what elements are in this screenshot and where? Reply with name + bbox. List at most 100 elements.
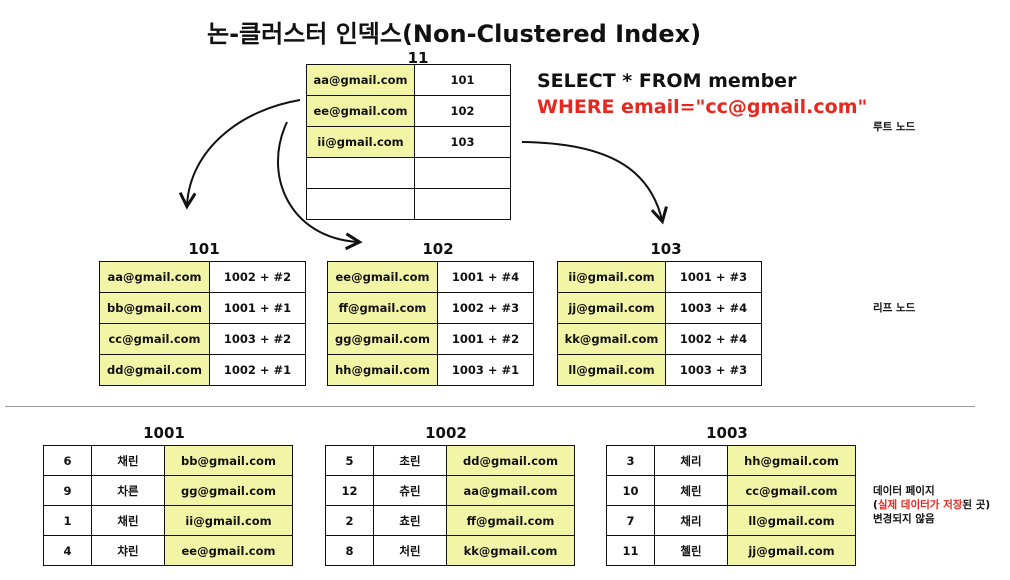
email-cell: ii@gmail.com — [164, 505, 293, 536]
root-empty-cell — [306, 188, 415, 220]
root-node-label: 11 — [407, 49, 429, 67]
email-cell: ll@gmail.com — [727, 505, 856, 536]
paren-close: 된 곳) — [962, 499, 991, 511]
root-pointer-cell: 103 — [414, 126, 511, 158]
email-cell: hh@gmail.com — [727, 445, 856, 476]
arrow-to-leaf-103 — [521, 141, 662, 220]
data-page-side-label: 데이터 페이지 (실제 데이터가 저장된 곳) 변경되지 않음 — [873, 484, 990, 526]
arrow-to-leaf-102 — [277, 121, 358, 242]
email-cell: jj@gmail.com — [727, 535, 856, 566]
leaf-node-label: 101 — [188, 240, 220, 258]
root-key-cell: aa@gmail.com — [306, 64, 415, 96]
email-cell: dd@gmail.com — [446, 445, 575, 476]
root-node-side-label: 루트 노드 — [873, 121, 916, 133]
sql-query-line2: WHERE email="cc@gmail.com" — [537, 96, 868, 118]
diagram-title: 논-클러스터 인덱스(Non-Clustered Index) — [207, 20, 702, 48]
leaf-key-cell: ee@gmail.com — [327, 261, 438, 293]
email-cell: aa@gmail.com — [446, 475, 575, 506]
root-empty-cell — [414, 188, 511, 220]
table-row: aa@gmail.com 101 — [306, 64, 511, 96]
name-cell: 쵸린 — [373, 505, 447, 536]
leaf-node-side-label: 리프 노드 — [873, 302, 916, 314]
email-cell: gg@gmail.com — [164, 475, 293, 506]
arrow-to-leaf-101 — [187, 99, 301, 205]
paren-open: ( — [873, 499, 878, 511]
leaf-pointer-cell: 1001 + #1 — [209, 292, 306, 324]
sql-query-line1: SELECT * FROM member — [537, 70, 797, 92]
id-cell: 3 — [606, 445, 655, 476]
leaf-pointer-cell: 1002 + #1 — [209, 354, 306, 386]
email-cell: ee@gmail.com — [164, 535, 293, 566]
name-cell: 채린 — [91, 445, 165, 476]
id-cell: 4 — [43, 535, 92, 566]
leaf-key-cell: dd@gmail.com — [99, 354, 210, 386]
leaf-pointer-cell: 1002 + #3 — [437, 292, 534, 324]
leaf-pointer-cell: 1003 + #1 — [437, 354, 534, 386]
root-key-cell: ii@gmail.com — [306, 126, 415, 158]
email-cell: bb@gmail.com — [164, 445, 293, 476]
root-node-table: aa@gmail.com 101 ee@gmail.com 102 ii@gma… — [306, 64, 511, 220]
leaf-node-label: 103 — [650, 240, 682, 258]
data-page-label: 1003 — [706, 424, 748, 442]
id-cell: 5 — [325, 445, 374, 476]
root-pointer-cell: 102 — [414, 95, 511, 127]
id-cell: 10 — [606, 475, 655, 506]
data-page-side-line2: (실제 데이터가 저장된 곳) — [873, 498, 990, 512]
id-cell: 6 — [43, 445, 92, 476]
leaf-key-cell: kk@gmail.com — [557, 323, 666, 355]
data-page-side-line1: 데이터 페이지 — [873, 485, 935, 497]
sql-query: SELECT * FROM member WHERE email="cc@gma… — [537, 68, 867, 120]
data-page-label: 1001 — [143, 424, 185, 442]
leaf-node-label: 102 — [422, 240, 454, 258]
data-page-side-line3: 변경되지 않음 — [873, 513, 935, 525]
divider — [5, 406, 975, 407]
leaf-pointer-cell: 1003 + #3 — [665, 354, 762, 386]
leaf-key-cell: bb@gmail.com — [99, 292, 210, 324]
leaf-pointer-cell: 1002 + #4 — [665, 323, 762, 355]
email-cell: cc@gmail.com — [727, 475, 856, 506]
leaf-key-cell: cc@gmail.com — [99, 323, 210, 355]
leaf-pointer-cell: 1001 + #4 — [437, 261, 534, 293]
email-cell: kk@gmail.com — [446, 535, 575, 566]
leaf-pointer-cell: 1003 + #4 — [665, 292, 762, 324]
root-key-cell: ee@gmail.com — [306, 95, 415, 127]
name-cell: 챠린 — [91, 535, 165, 566]
leaf-key-cell: ll@gmail.com — [557, 354, 666, 386]
id-cell: 11 — [606, 535, 655, 566]
root-pointer-cell: 101 — [414, 64, 511, 96]
table-row: ii@gmail.com 103 — [306, 126, 511, 158]
table-row: ee@gmail.com 102 — [306, 95, 511, 127]
name-cell: 첼린 — [654, 535, 728, 566]
leaf-pointer-cell: 1002 + #2 — [209, 261, 306, 293]
id-cell: 1 — [43, 505, 92, 536]
leaf-key-cell: aa@gmail.com — [99, 261, 210, 293]
leaf-key-cell: hh@gmail.com — [327, 354, 438, 386]
leaf-key-cell: ii@gmail.com — [557, 261, 666, 293]
